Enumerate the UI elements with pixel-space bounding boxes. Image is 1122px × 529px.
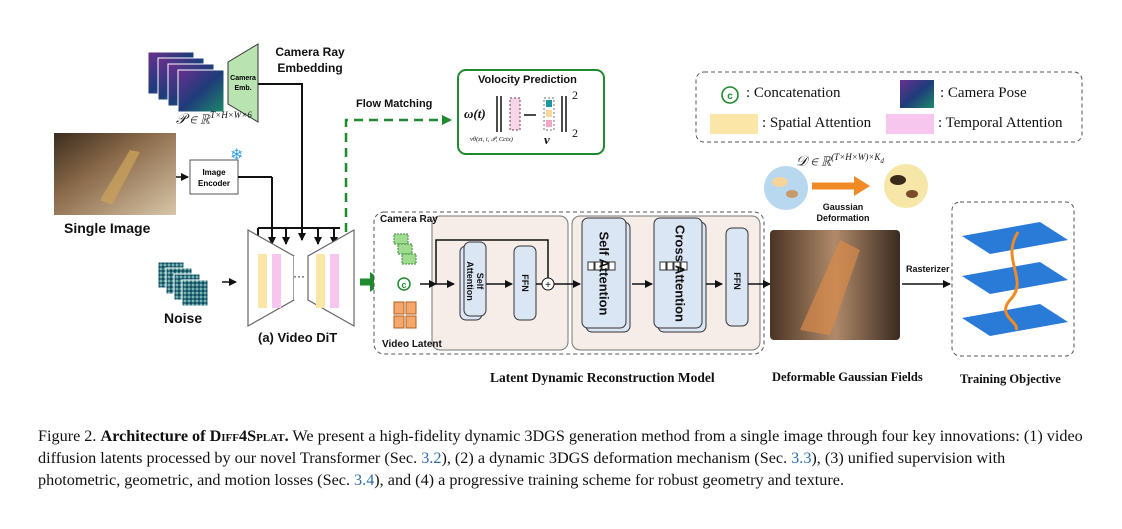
caption-bold: Architecture of Diff4Splat. xyxy=(100,427,289,445)
caption-prefix: Figure 2. xyxy=(38,427,97,445)
self-attention-small-block xyxy=(463,241,487,317)
spatial-attn-bar xyxy=(258,254,267,308)
video-dit-body xyxy=(247,228,295,328)
cross-attention-label: Cross Attention xyxy=(672,224,688,323)
concat-icon xyxy=(397,277,411,291)
single-image xyxy=(54,133,176,215)
figure-caption: Figure 2. Architecture of Diff4Splat. We… xyxy=(38,427,1083,489)
flow-matching-arrow xyxy=(344,115,452,232)
velocity-sub: vθ(zt, t, 𝒫, Cctx) xyxy=(470,136,513,143)
svg-text:Encoder: Encoder xyxy=(198,179,230,188)
training-planes xyxy=(962,222,1068,336)
velocity-omega: ω(t) xyxy=(464,106,486,121)
noise-stack xyxy=(157,261,209,307)
self-attention-big-label: Self Attention xyxy=(596,231,612,316)
self-attention-small-label: Self Attention xyxy=(465,261,485,301)
video-latent-tokens xyxy=(393,301,417,329)
legend-concatenation: : Concatenation xyxy=(746,85,841,101)
svg-text:c: c xyxy=(727,91,733,102)
svg-text:c: c xyxy=(401,280,406,290)
legend-camera-pose-swatch xyxy=(900,80,934,108)
training-objective-label: Training Objective xyxy=(960,372,1061,386)
camera-pose-stack xyxy=(147,51,225,113)
legend-camera-pose: : Camera Pose xyxy=(940,85,1027,101)
ffn1-label: FFN xyxy=(520,274,530,292)
architecture-diagram: Camera Emb. Image Encoder ❄ ··· xyxy=(54,43,1083,357)
cross-attention-block xyxy=(653,217,703,329)
video-dit-label: (a) Video DiT xyxy=(258,330,338,345)
velocity-exp-top: 2 xyxy=(572,88,578,102)
svg-text:+: + xyxy=(545,280,551,291)
camera-ray-tokens xyxy=(393,233,417,265)
p-space-label: 𝒫 ∈ ℝT×H×W×6 xyxy=(176,110,252,128)
self-attention-big-block xyxy=(581,217,627,329)
rasterizer-label: Rasterizer xyxy=(906,264,950,274)
camera-ray-embedding-label: Camera Ray Embedding xyxy=(275,45,345,75)
video-latent-label: Video Latent xyxy=(382,339,442,350)
legend-spatial-attention: : Spatial Attention xyxy=(762,115,872,131)
ffn2-label: FFN xyxy=(732,272,742,290)
camera-emb-block xyxy=(227,43,259,123)
d-space-label: 𝒟 ∈ ℝ(T×H×W)×Kd xyxy=(796,152,884,170)
svg-text:Image: Image xyxy=(202,168,226,177)
camera-emb-text-1: Camera xyxy=(230,75,256,82)
temporal-attn-bar xyxy=(272,254,281,308)
ffn2-block xyxy=(725,227,749,327)
single-image-label: Single Image xyxy=(64,220,151,236)
velocity-v: v xyxy=(544,132,550,147)
caption-ref-1[interactable]: 3.2 xyxy=(421,449,442,467)
svg-text:···: ··· xyxy=(293,269,305,283)
legend-box xyxy=(695,71,1083,143)
gaussian-source-icon xyxy=(764,166,808,210)
caption-ref-2[interactable]: 3.3 xyxy=(791,449,812,467)
velocity-box xyxy=(457,69,605,155)
legend-spatial-swatch xyxy=(710,114,758,134)
gaussian-target-icon xyxy=(884,164,928,208)
ffn1-block xyxy=(513,245,537,321)
caption-ref-3[interactable]: 3.4 xyxy=(354,471,375,489)
image-encoder-box xyxy=(189,159,239,195)
velocity-exp-bottom: 2 xyxy=(572,126,578,140)
deformable-fields-label: Deformable Gaussian Fields xyxy=(772,370,923,384)
gaussian-deformation-label: Gaussian Deformation xyxy=(816,202,870,223)
legend-temporal-swatch xyxy=(886,114,934,134)
legend-temporal-attention: : Temporal Attention xyxy=(938,115,1063,131)
ldrm-label: Latent Dynamic Reconstruction Model xyxy=(490,370,715,385)
camera-emb-text-2: Emb. xyxy=(234,85,251,92)
noise-label: Noise xyxy=(164,310,203,326)
camera-ray-label: Camera Ray xyxy=(380,214,438,225)
flow-matching-label: Flow Matching xyxy=(356,98,433,110)
snowflake-icon: ❄ xyxy=(230,147,243,164)
velocity-title: Volocity Prediction xyxy=(478,74,577,86)
